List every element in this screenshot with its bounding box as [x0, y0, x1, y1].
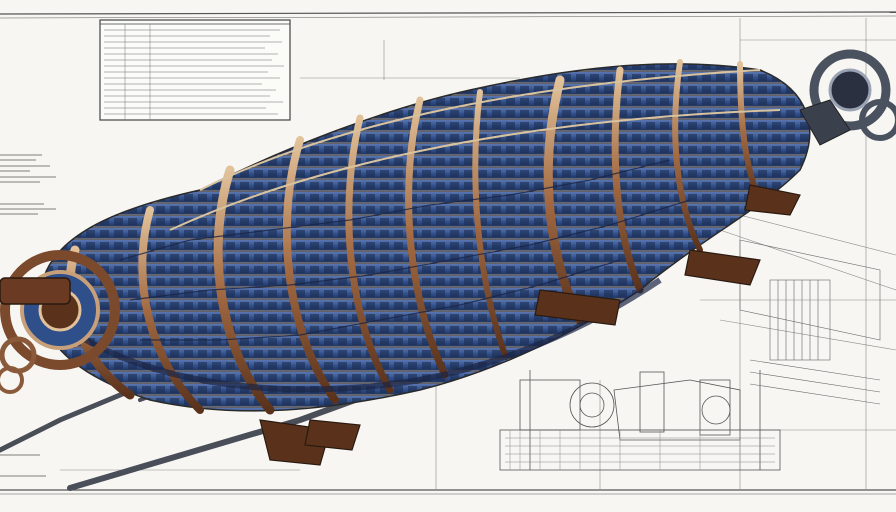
- engine-schematic-sketch: [499, 370, 781, 471]
- nose-ring-assembly: [0, 250, 120, 394]
- sheet-border: [0, 11, 896, 495]
- construction-lines: [60, 18, 896, 490]
- side-schematic-panels: [739, 239, 881, 405]
- annotation-notes-left: [0, 154, 56, 477]
- landing-legs: [259, 184, 801, 466]
- spaceship-illustration: [0, 49, 896, 466]
- title-block-table: [99, 19, 291, 121]
- rear-thruster-assembly: [799, 49, 896, 146]
